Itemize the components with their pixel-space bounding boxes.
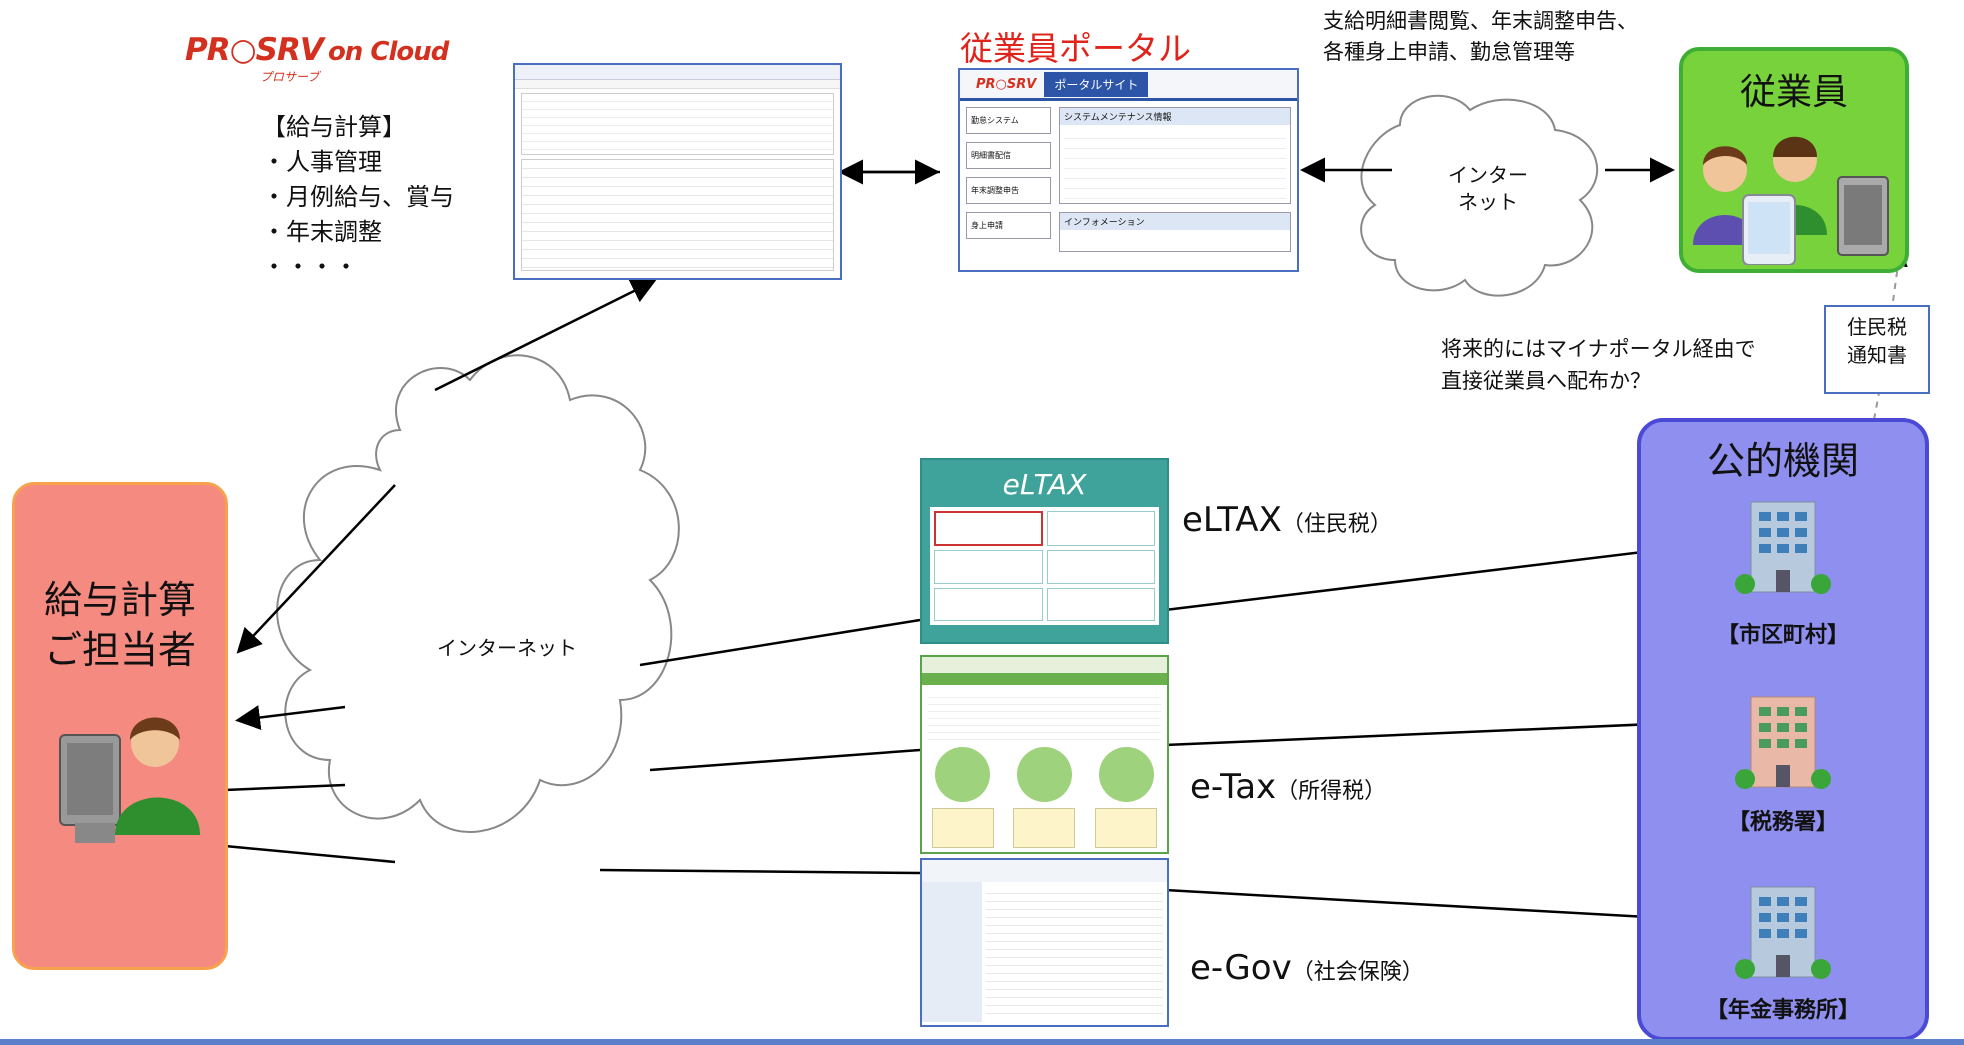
portal-menu-item[interactable]: 勤怠システム	[966, 107, 1051, 134]
bottom-accent-bar	[0, 1039, 1964, 1045]
payroll-heading: 【給与計算】	[262, 113, 406, 141]
payroll-features: 【給与計算】 ・人事管理 ・月例給与、賞与 ・年末調整 ・・・・	[262, 110, 454, 285]
egov-caption: e-Gov（社会保険）	[1190, 948, 1424, 988]
etax-caption: e-Tax（所得税）	[1190, 767, 1387, 807]
payroll-item: ・・・・	[262, 253, 358, 281]
pension-office-label: 【年金事務所】	[1705, 998, 1860, 1023]
employee-title: 従業員	[1739, 72, 1848, 113]
services-note: 支給明細書閲覧、年末調整申告、 各種身上申請、勤怠管理等	[1323, 9, 1638, 64]
internet-label-top: インター ネット	[1448, 163, 1528, 214]
employees-with-devices-icon	[1693, 136, 1889, 266]
eltax-screenshot: eLTAX	[920, 458, 1169, 644]
payroll-item: ・人事管理	[262, 148, 382, 176]
egov-screenshot	[920, 858, 1169, 1027]
city-hall-building-icon	[1735, 501, 1831, 594]
payroll-item: ・年末調整	[262, 218, 382, 246]
public-title: 公的機関	[1706, 439, 1859, 483]
portal-menu-item[interactable]: 年末調整申告	[966, 177, 1051, 204]
internet-label-main: インターネット	[437, 636, 577, 660]
payroll-item: ・月例給与、賞与	[262, 183, 454, 211]
pension-office-building-icon	[1735, 886, 1831, 979]
eltax-caption: eLTAX（住民税）	[1182, 500, 1392, 540]
prosrv-app-screenshot	[513, 63, 842, 280]
portal-title: 従業員ポータル	[960, 29, 1191, 68]
tax-office-label: 【税務署】	[1727, 810, 1838, 835]
city-hall-label: 【市区町村】	[1716, 623, 1849, 648]
payroll-staff-box: 給与計算 ご担当者	[12, 482, 228, 970]
internet-cloud-top	[1360, 94, 1599, 297]
portal-menu-item[interactable]: 身上申請	[966, 212, 1051, 239]
prosrv-logo: PR○SRV on Cloud プロサーブ	[185, 32, 449, 84]
staff-at-computer-icon	[59, 717, 200, 843]
etax-screenshot	[920, 655, 1169, 854]
public-agencies-box: 公的機関 【市区町村】 【税務署】 【年金事務所】	[1637, 418, 1929, 1041]
portal-menu-item[interactable]: 明細書配信	[966, 142, 1051, 169]
employee-box: 従業員	[1679, 47, 1909, 273]
portal-screenshot: PR○SRV ポータルサイト 勤怠システム 明細書配信 年末調整申告 身上申請 …	[958, 68, 1299, 272]
tax-office-building-icon	[1735, 696, 1831, 789]
internet-cloud-main	[276, 354, 680, 833]
resident-tax-notice-doc: 住民税 通知書	[1824, 305, 1930, 394]
payroll-staff-title: 給与計算 ご担当者	[43, 578, 196, 672]
mynaportal-note: 将来的にはマイナポータル経由で 直接従業員へ配布か？	[1441, 337, 1756, 393]
